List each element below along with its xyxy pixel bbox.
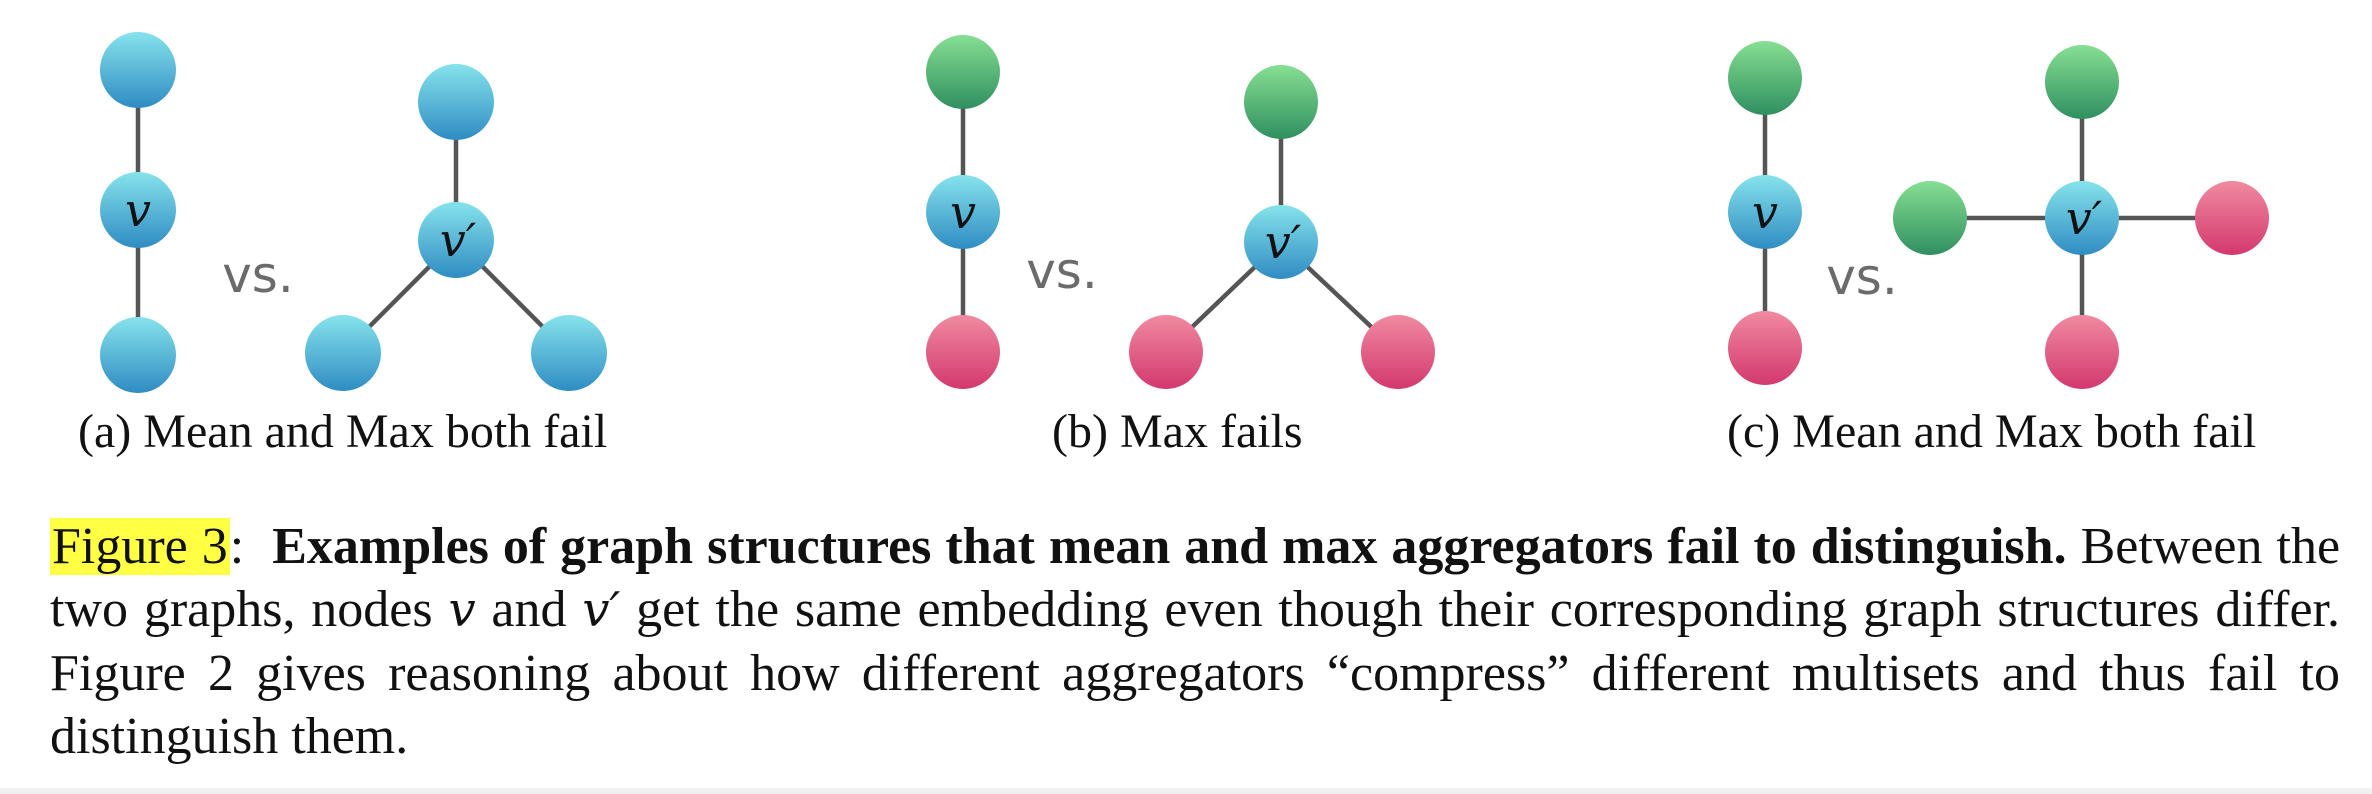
neighbor-node-blue <box>305 315 381 391</box>
subcaption-c: (c) Mean and Max both fail <box>1727 405 2257 458</box>
caption-colon: : <box>229 518 245 575</box>
node-label-v: v <box>950 185 976 239</box>
neighbor-node-green <box>2045 45 2119 119</box>
panel-c-right-graph: v′ <box>1893 45 2269 389</box>
figure-ref-highlight: Figure 3 <box>50 518 230 575</box>
neighbor-node-red <box>926 315 1000 389</box>
neighbor-node-green <box>1728 41 1802 115</box>
panel-c-left-graph: v <box>1728 41 1802 385</box>
node-label-v-prime: v′ <box>440 213 477 267</box>
neighbor-node-red <box>1728 311 1802 385</box>
panel-a-left-graph: v <box>100 32 176 393</box>
math-v-prime: v′ <box>582 582 621 638</box>
neighbor-node-green <box>1893 181 1967 255</box>
caption-body-2: get the same embedding even though their… <box>50 581 2340 765</box>
vs-label: vs. <box>1826 248 1898 306</box>
neighbor-node-red <box>1361 315 1435 389</box>
panel-c: v vs. v′ <box>1728 41 2269 389</box>
neighbor-node-green <box>1244 65 1318 139</box>
neighbor-node-blue <box>418 64 494 140</box>
figure-caption: Figure 3: Examples of graph structures t… <box>50 515 2340 768</box>
neighbor-node-red <box>2195 181 2269 255</box>
node-label-v-prime: v′ <box>1265 215 1302 269</box>
center-node-v <box>1728 175 1802 249</box>
panel-b-right-graph: v′ <box>1129 65 1435 389</box>
panel-a: v vs. v′ <box>100 32 607 393</box>
panel-b-left-graph: v <box>926 35 1000 389</box>
vs-label: vs. <box>1026 242 1098 300</box>
graph-diagrams: v vs. v′ v vs <box>100 32 2269 393</box>
neighbor-node-red <box>2045 315 2119 389</box>
neighbor-node-blue <box>100 32 176 108</box>
node-label-v: v <box>1752 185 1778 239</box>
neighbor-node-blue <box>531 315 607 391</box>
math-v: v <box>448 582 476 638</box>
caption-and: and <box>491 581 567 638</box>
neighbor-node-blue <box>100 317 176 393</box>
subcaption-b: (b) Max fails <box>1052 405 1303 458</box>
center-node-v-prime <box>418 202 494 278</box>
center-node-v-prime <box>1244 205 1318 279</box>
node-label-v-prime: v′ <box>2066 191 2103 245</box>
caption-body-1: Between the two graphs, nodes <box>50 518 2341 638</box>
neighbor-node-green <box>926 35 1000 109</box>
panel-a-right-graph: v′ <box>305 64 607 391</box>
subcaption-a: (a) Mean and Max both fail <box>78 405 608 458</box>
node-label-v: v <box>125 183 151 237</box>
panel-b: v vs. v′ <box>926 35 1435 389</box>
center-node-v <box>926 175 1000 249</box>
neighbor-node-red <box>1129 315 1203 389</box>
vs-label: vs. <box>222 246 294 304</box>
figure-graphs: v vs. v′ v vs <box>78 32 2269 458</box>
center-node-v <box>100 172 176 248</box>
page-bottom-edge <box>0 788 2372 794</box>
caption-title: Examples of graph structures that mean a… <box>272 518 2067 575</box>
center-node-v-prime <box>2045 181 2119 255</box>
